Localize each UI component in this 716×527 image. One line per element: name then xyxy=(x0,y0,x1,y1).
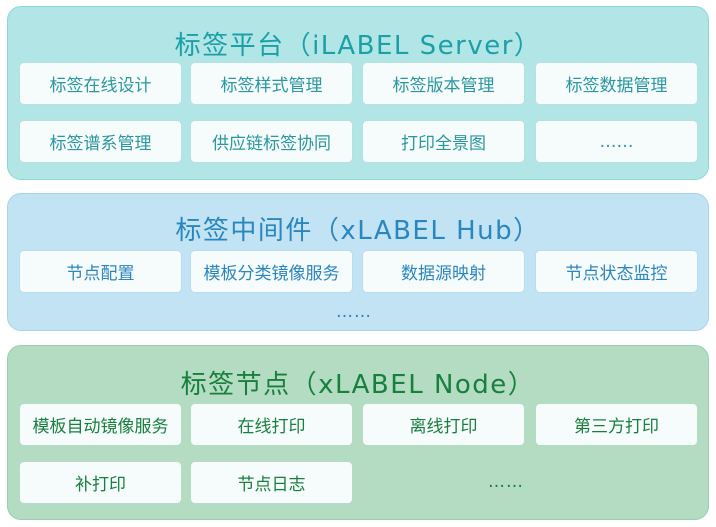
hub-layer-title: 标签中间件（xLABEL Hub） xyxy=(175,216,541,246)
node-item-online-print: 在线打印 xyxy=(190,403,353,446)
node-layer-title: 标签节点（xLABEL Node） xyxy=(180,370,536,400)
server-item-online-design: 标签在线设计 xyxy=(19,62,182,105)
server-item-supply-chain-collab: 供应链标签协同 xyxy=(190,120,353,163)
hub-item-template-mirror: 模板分类镜像服务 xyxy=(190,250,353,293)
hub-item-datasource-mapping: 数据源映射 xyxy=(362,250,525,293)
node-item-third-party-print: 第三方打印 xyxy=(535,403,698,446)
node-item-reprint: 补打印 xyxy=(19,461,182,504)
server-item-lineage-management: 标签谱系管理 xyxy=(19,120,182,163)
server-layer-title: 标签平台（iLABEL Server） xyxy=(174,31,542,61)
node-item-template-auto-mirror: 模板自动镜像服务 xyxy=(19,403,182,446)
server-item-data-management: 标签数据管理 xyxy=(535,62,698,105)
node-item-offline-print: 离线打印 xyxy=(362,403,525,446)
hub-layer-panel: 标签中间件（xLABEL Hub） 节点配置 模板分类镜像服务 数据源映射 节点… xyxy=(7,193,709,331)
server-item-more-ellipsis: …… xyxy=(535,120,698,163)
node-item-node-log: 节点日志 xyxy=(190,461,353,504)
node-more-ellipsis: …… xyxy=(488,472,524,492)
server-layer-panel: 标签平台（iLABEL Server） 标签在线设计 标签样式管理 标签版本管理… xyxy=(7,6,709,180)
server-item-style-management: 标签样式管理 xyxy=(190,62,353,105)
server-item-version-management: 标签版本管理 xyxy=(362,62,525,105)
node-layer-panel: 标签节点（xLABEL Node） 模板自动镜像服务 在线打印 离线打印 第三方… xyxy=(7,345,709,520)
hub-item-node-config: 节点配置 xyxy=(19,250,182,293)
hub-item-node-status-monitor: 节点状态监控 xyxy=(535,250,698,293)
server-item-print-panorama: 打印全景图 xyxy=(362,120,525,163)
hub-more-ellipsis: …… xyxy=(336,302,372,322)
